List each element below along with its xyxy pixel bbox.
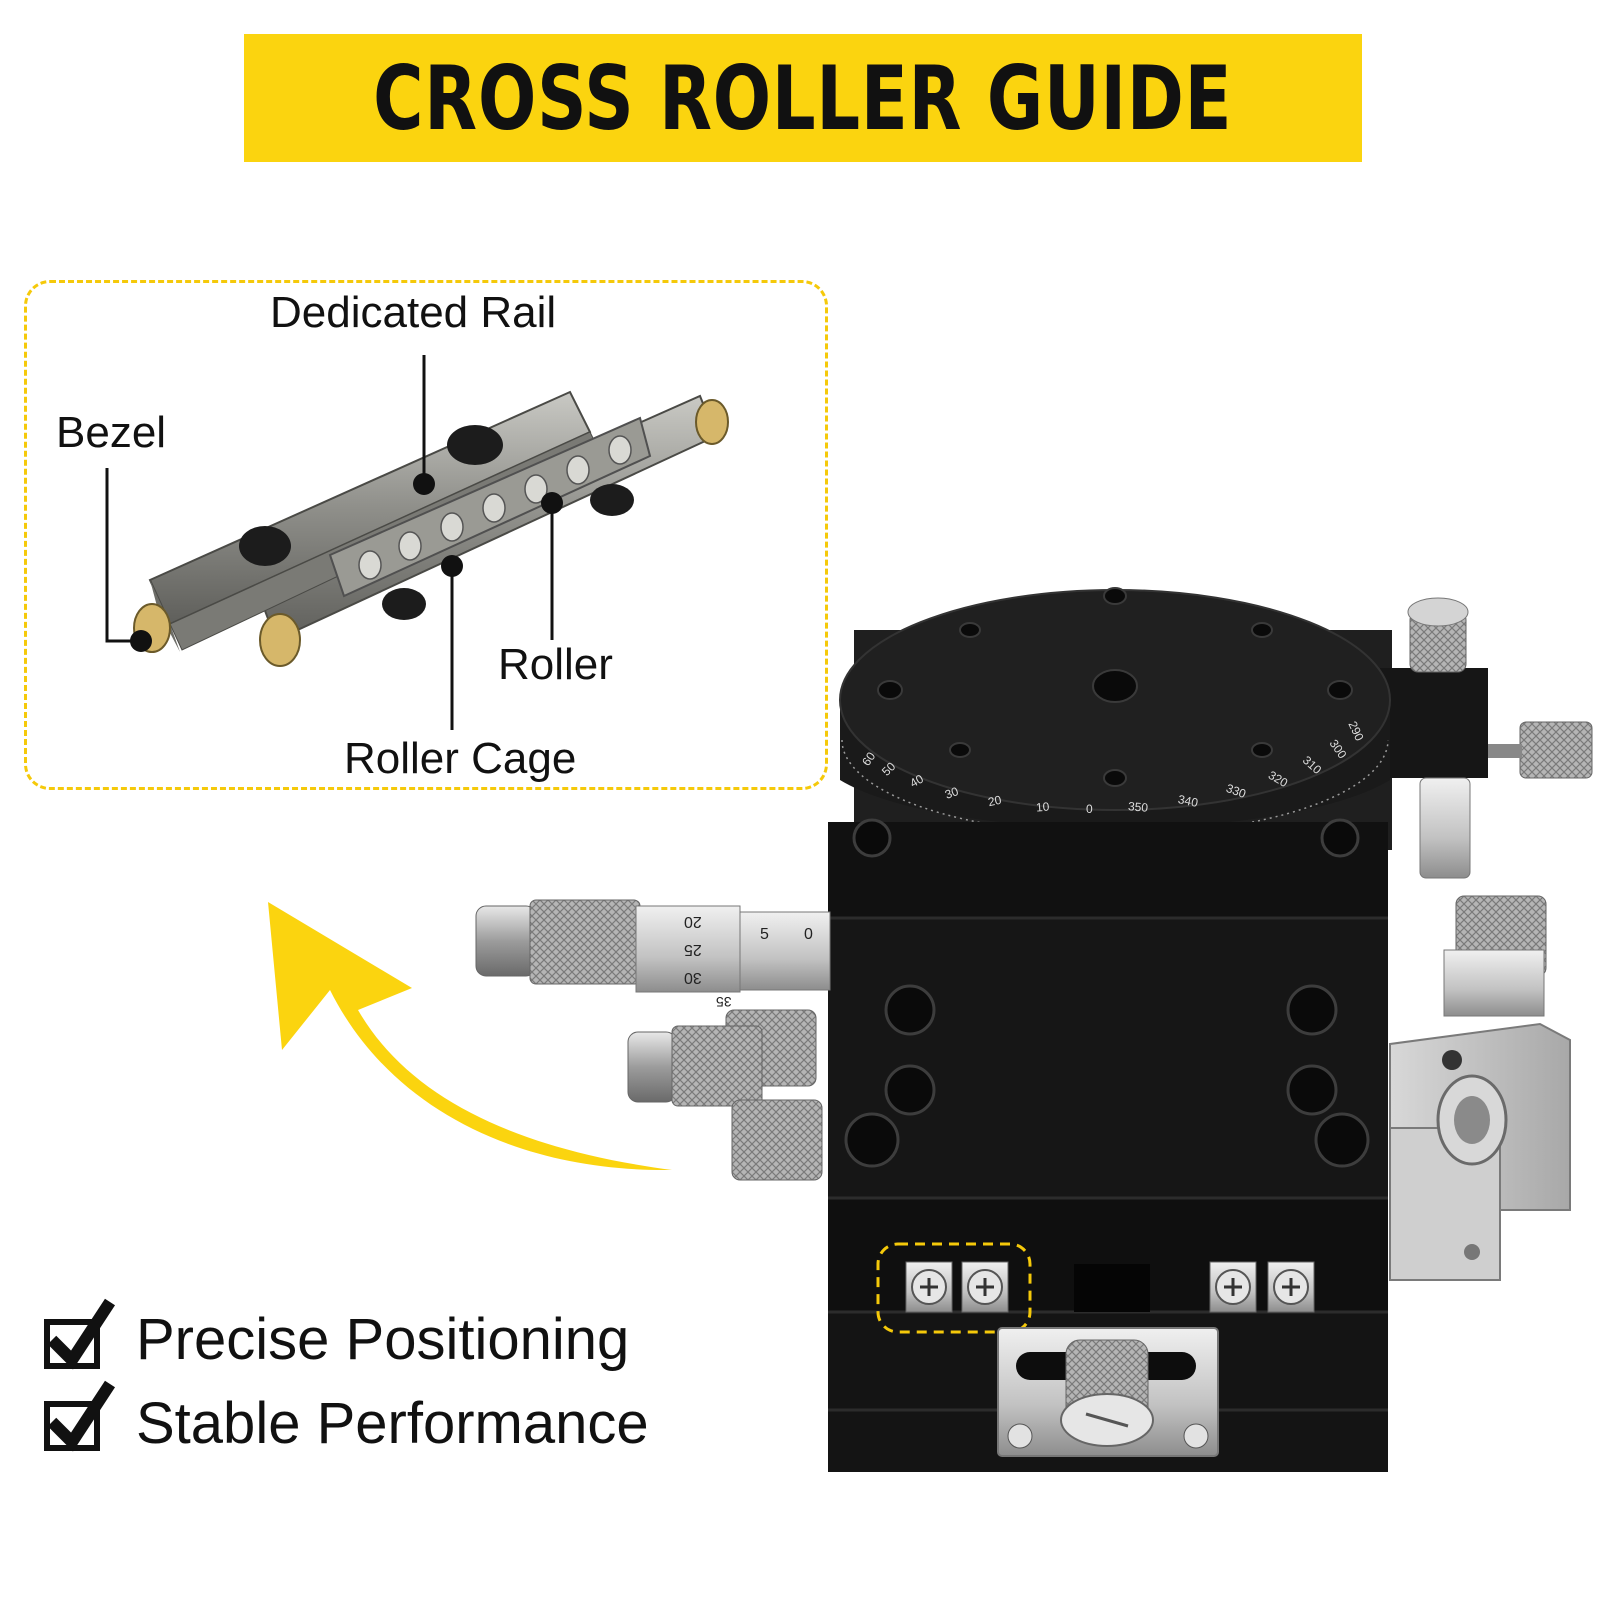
feature-stable-performance: Stable Performance: [136, 1391, 649, 1456]
banner-title: CROSS ROLLER GUIDE: [373, 46, 1233, 150]
label-roller-cage: Roller Cage: [344, 734, 577, 783]
positioning-stage-image: [475, 587, 1593, 1472]
title-banner: CROSS ROLLER GUIDE: [244, 34, 1362, 162]
screws-highlight: [876, 1242, 1032, 1334]
micrometer-scale: 20 25 30 35 5 0: [660, 908, 840, 1010]
dial-number: 340: [1176, 792, 1200, 810]
curved-arrow-icon: [268, 902, 672, 1171]
dial-number: 10: [1035, 799, 1050, 815]
dial-number: 50: [879, 759, 899, 779]
dial-number: 0: [1086, 802, 1093, 816]
rotary-dial-scale: 60 50 40 30 20 10 0 350 340 330 320 310 …: [859, 719, 1400, 830]
cross-roller-rail-image: [130, 390, 729, 667]
label-dedicated-rail: Dedicated Rail: [270, 288, 557, 337]
label-roller: Roller: [498, 640, 613, 689]
micrometer-number: 5: [760, 926, 769, 943]
check-box-icon: [44, 1380, 116, 1452]
micrometer-number: 0: [804, 926, 813, 943]
micrometer-number: 25: [684, 941, 702, 958]
label-bezel: Bezel: [56, 408, 167, 457]
dial-number: 20: [986, 792, 1003, 810]
callout-leaders: [105, 355, 554, 730]
micrometer-number: 35: [716, 994, 732, 1010]
dial-number: 320: [1265, 767, 1291, 791]
dial-number: 350: [1127, 799, 1149, 815]
feature-precise-positioning: Precise Positioning: [136, 1307, 630, 1372]
dial-number: 330: [1224, 780, 1248, 802]
dial-number: 40: [907, 771, 926, 791]
components-inset: [24, 280, 828, 790]
adjustment-screws: [905, 1261, 1315, 1313]
dial-number: 30: [943, 784, 961, 802]
micrometer-number: 20: [684, 913, 702, 930]
micrometer-number: 30: [684, 969, 702, 986]
check-box-icon: [44, 1298, 116, 1370]
